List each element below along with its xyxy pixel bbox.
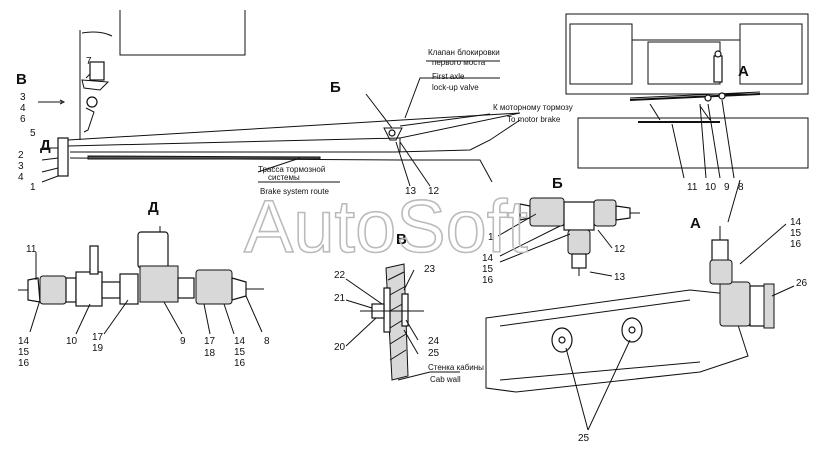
callout-v-25: 25 [428, 348, 440, 359]
cab-wall-label-ru: Стенка кабины [428, 363, 484, 372]
callout-d-16: 16 [18, 358, 30, 369]
detail-a [485, 223, 795, 431]
callout-v-22: 22 [334, 270, 346, 281]
callout-b-15: 15 [482, 264, 494, 275]
detail-label-b: Б [552, 175, 563, 192]
callout-ad-14: 14 [790, 217, 802, 228]
callout-d-14b: 14 [234, 336, 246, 347]
cab-wall-label-en: Cab wall [430, 375, 461, 384]
callout-d-19: 19 [92, 343, 104, 354]
callout-3: 3 [20, 92, 26, 103]
valve-label-ru-1: Клапан блокировки [428, 48, 500, 57]
detail-v [345, 263, 460, 381]
callout-ad-26: 26 [796, 278, 808, 289]
route-label-ru-2: системы [268, 173, 300, 182]
callout-ad-15: 15 [790, 228, 802, 239]
view-label-d: Д [40, 137, 51, 154]
detail-d [18, 226, 264, 335]
route-label-en: Brake system route [260, 187, 329, 196]
valve-body [89, 61, 105, 81]
callout-v-24: 24 [428, 336, 440, 347]
valve-label-ru-2: первого моста [432, 58, 486, 67]
callout-d-15b: 15 [234, 347, 246, 358]
callout-4b: 4 [18, 172, 24, 183]
route-label-ru-1: Трасса тормозной [258, 165, 325, 174]
view-label-b-cyr: Б [330, 79, 341, 96]
detail-label-d: Д [148, 199, 159, 216]
callout-a-9: 9 [724, 182, 730, 193]
detail-label-a: А [690, 215, 701, 232]
callout-a-11: 11 [687, 182, 698, 193]
callout-5: 5 [30, 128, 36, 139]
callout-4: 4 [20, 103, 26, 114]
callout-d-15: 15 [18, 347, 30, 358]
detail-b [497, 197, 640, 277]
callout-6: 6 [20, 114, 26, 125]
watermark: AutoSoft [244, 185, 528, 268]
callout-d-10: 10 [66, 336, 78, 347]
detail-label-v: В [396, 231, 407, 248]
callout-a-10: 10 [705, 182, 717, 193]
motor-brake-label-ru: К моторному тормозу [493, 103, 573, 112]
main-view [38, 10, 521, 187]
valve-label-en-1: First axle [432, 72, 465, 81]
motor-brake-label-en: To motor brake [507, 115, 561, 124]
view-label-a: А [738, 63, 749, 80]
callout-7: 7 [86, 56, 92, 67]
callout-ad-16: 16 [790, 239, 802, 250]
valve-label-en-2: lock-up valve [432, 83, 479, 92]
callout-12: 12 [428, 186, 440, 197]
callout-d-14: 14 [18, 336, 30, 347]
callout-d-17: 17 [92, 332, 104, 343]
callout-13: 13 [405, 186, 417, 197]
callout-b-16: 16 [482, 275, 494, 286]
callout-d-18: 18 [204, 348, 216, 359]
callout-1: 1 [30, 182, 36, 193]
callout-v-21: 21 [334, 293, 346, 304]
callout-d-8: 8 [264, 336, 270, 347]
callout-d-17b: 17 [204, 336, 216, 347]
callout-ad-25: 25 [578, 433, 590, 444]
view-label-b: В [16, 71, 27, 88]
callout-d-11: 11 [26, 244, 37, 255]
callout-b-1: 1 [488, 232, 494, 243]
callout-d-9: 9 [180, 336, 186, 347]
callout-b-13: 13 [614, 272, 626, 283]
callout-b-12: 12 [614, 244, 626, 255]
callout-d-16b: 16 [234, 358, 246, 369]
callout-3b: 3 [18, 161, 24, 172]
callout-b-14: 14 [482, 253, 494, 264]
callout-v-23: 23 [424, 264, 436, 275]
callout-a-8: 8 [738, 182, 744, 193]
view-a [565, 13, 809, 223]
callout-v-20: 20 [334, 342, 346, 353]
callout-2: 2 [18, 150, 24, 161]
